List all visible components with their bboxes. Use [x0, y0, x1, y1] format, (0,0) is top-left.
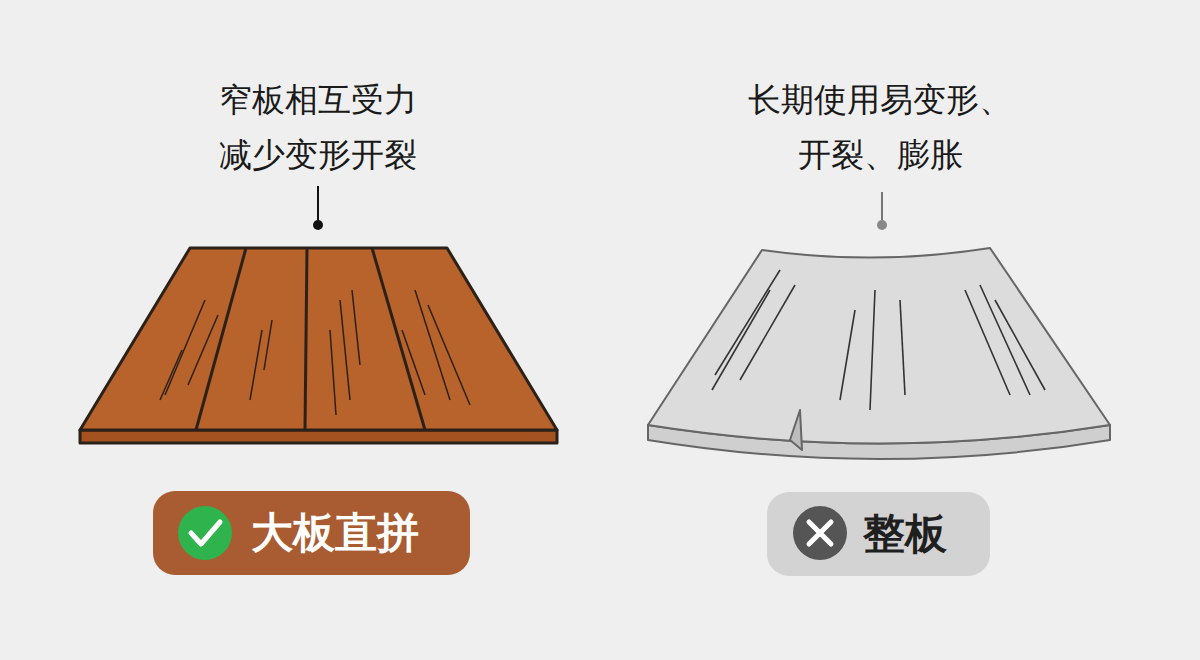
- warped-slab: [648, 248, 1110, 459]
- badge-text: 整板: [863, 506, 947, 562]
- slab-grain: [712, 270, 1045, 410]
- leader-dot: [313, 220, 323, 230]
- badge: 整板: [767, 492, 990, 576]
- leader-line: [317, 186, 319, 220]
- plank-board: [80, 248, 557, 443]
- annotation-label: 长期使用易变形、 开裂、膨胀: [720, 72, 1040, 182]
- badge-text: 大板直拼: [251, 505, 419, 561]
- leader-line: [881, 192, 883, 220]
- leader-dot: [877, 220, 887, 230]
- wood-grain: [160, 290, 470, 415]
- badge: 大板直拼: [153, 491, 470, 575]
- annotation-label: 窄板相互受力 减少变形开裂: [158, 72, 478, 182]
